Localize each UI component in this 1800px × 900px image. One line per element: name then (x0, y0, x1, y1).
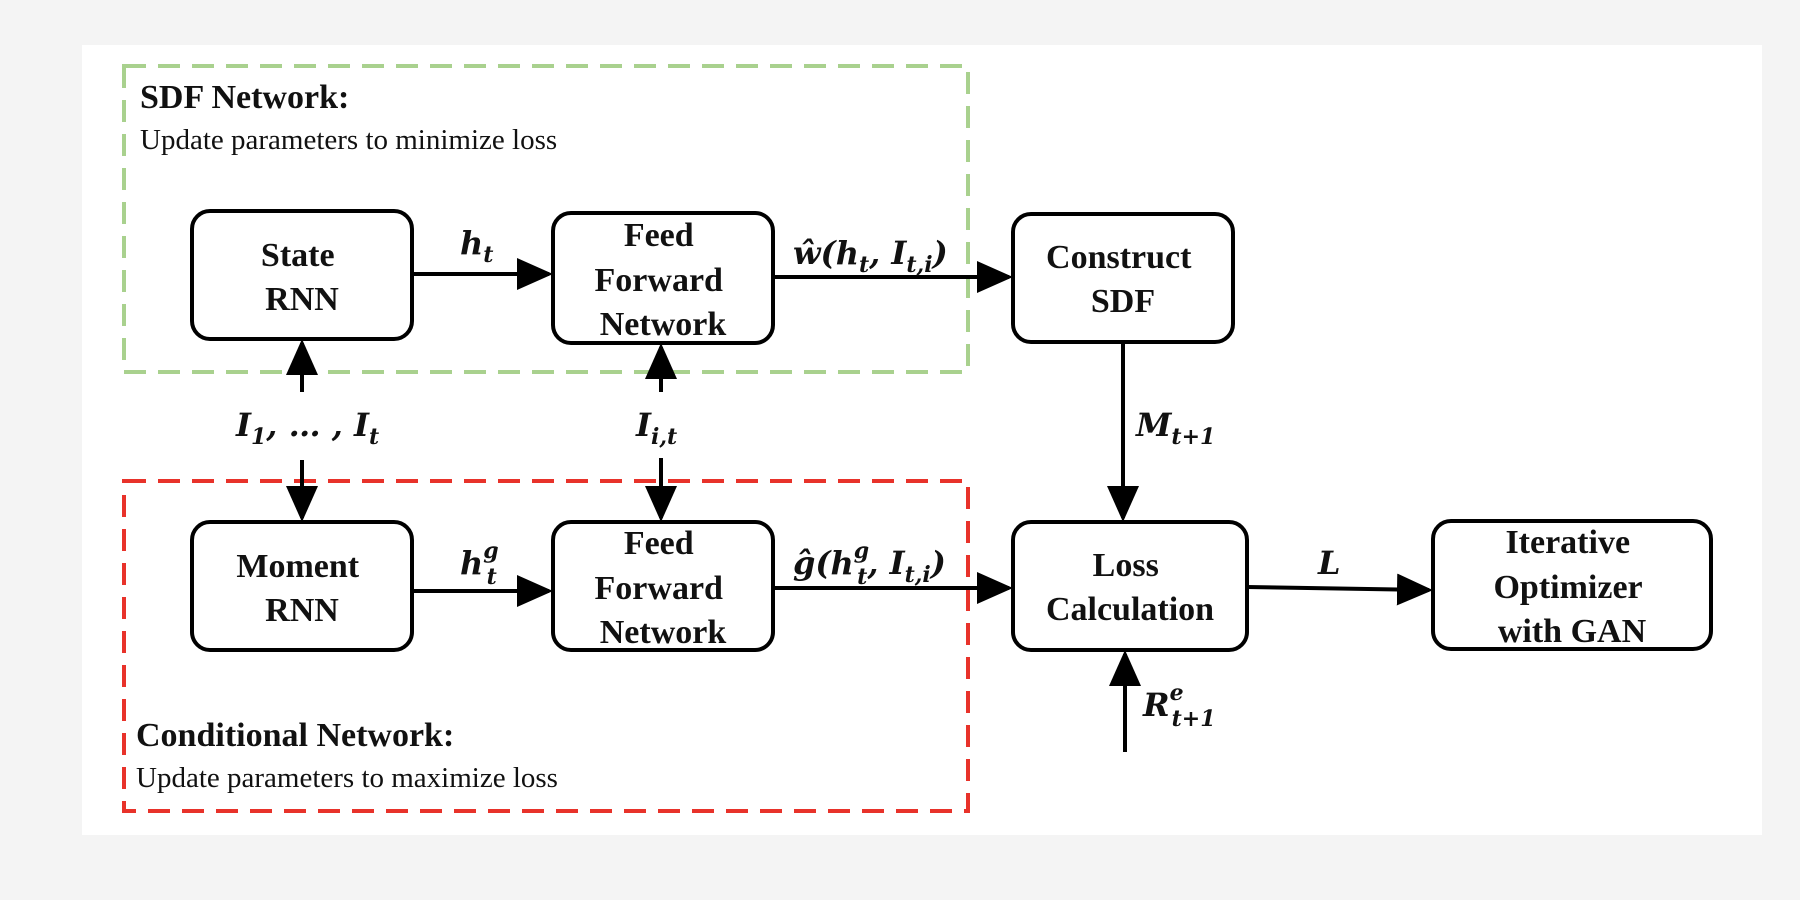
construct-sdf-box (1011, 212, 1235, 344)
state-rnn-label: State RNN (261, 237, 343, 318)
label-loss-l: L (1317, 544, 1341, 582)
diagram-canvas (82, 45, 1762, 835)
label-input-sequence: I1, … , It (235, 406, 379, 450)
loss-calculation-box (1011, 520, 1249, 652)
label-i-it: Ii,t (635, 406, 677, 450)
label-h-t: ht (460, 224, 493, 268)
label-w-hat: ŵ(ht, It,i) (793, 234, 948, 278)
sdf-network-region (122, 64, 970, 374)
label-m-next: Mt+1 (1135, 406, 1215, 450)
conditional-network-region (122, 479, 970, 813)
ffn-bottom-label: Feed Forward Network (595, 525, 732, 651)
state-rnn-box (190, 209, 414, 341)
sdf-network-title: SDF Network: (140, 79, 349, 116)
sdf-network-subtitle: Update parameters to minimize loss (140, 124, 557, 156)
iterative-optimizer-box (1431, 519, 1713, 651)
iterative-optimizer-label: Iterative Optimizer with GAN (1493, 524, 1650, 650)
arrow-loss-to-optimizer (1246, 573, 1433, 606)
moment-rnn-box (190, 520, 414, 652)
conditional-network-title: Conditional Network: (136, 717, 454, 754)
conditional-network-subtitle: Update parameters to maximize loss (136, 762, 558, 794)
moment-rnn-label: Moment RNN (236, 548, 367, 629)
loss-calculation-label: Loss Calculation (1046, 547, 1214, 628)
ffn-top-label: Feed Forward Network (595, 217, 732, 343)
construct-sdf-label: Construct SDF (1046, 239, 1200, 320)
